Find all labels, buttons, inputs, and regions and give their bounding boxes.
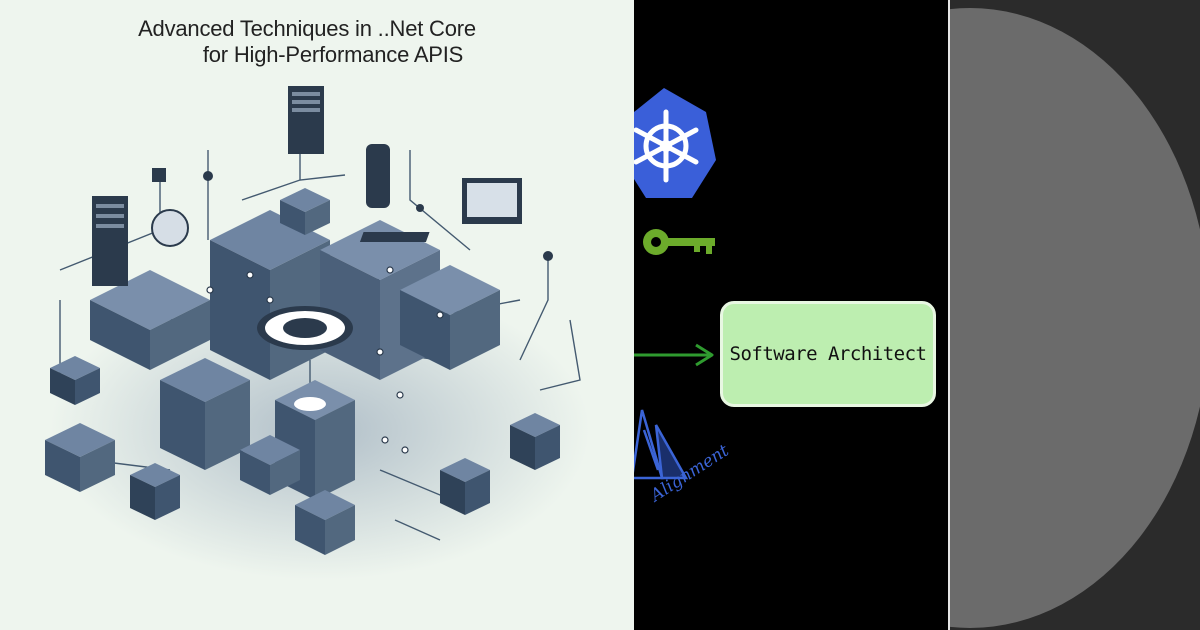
- grey-circle-shape: [950, 8, 1200, 628]
- article-cover-panel: Advanced Techniques in ..Net Core for Hi…: [0, 0, 634, 630]
- isometric-network-illustration: [45, 86, 590, 580]
- kubernetes-icon: [634, 88, 716, 198]
- central-cloud-hub: [257, 306, 353, 411]
- key-icon: [643, 229, 715, 255]
- cover-title-line-1: Advanced Techniques in ..Net Core: [138, 16, 476, 41]
- dark-circle-panel: [950, 0, 1200, 630]
- azure-icon: [634, 409, 689, 480]
- mid-graphics: [634, 88, 716, 480]
- software-architect-box: Software Architect: [720, 301, 936, 407]
- cover-title-line-2: for High-Performance APIS: [202, 42, 464, 67]
- arrow-right-icon: [634, 343, 714, 367]
- software-architect-label: Software Architect: [729, 343, 927, 365]
